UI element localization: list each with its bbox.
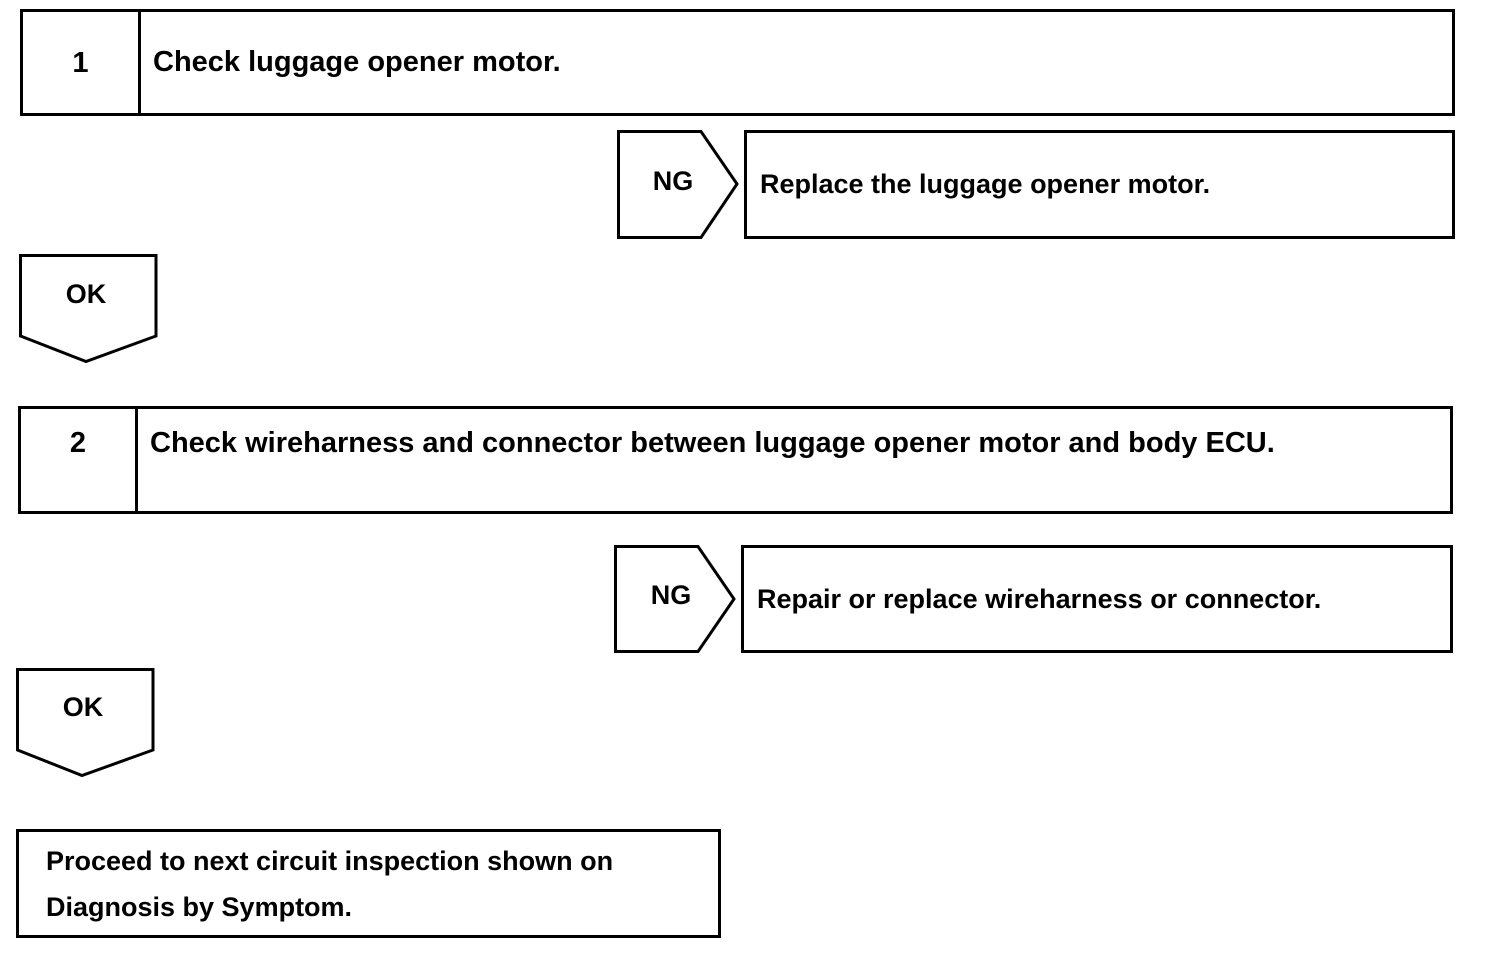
step-1-text: Check luggage opener motor. [153,46,561,78]
ok-label-1: OK [65,279,107,309]
ng-label-2: NG [650,580,692,610]
ok-arrow-2 [16,668,155,778]
final-instruction-text: Proceed to next circuit inspection shown… [46,846,614,922]
ok-label-2: OK [62,692,104,722]
ok-arrow-1 [19,254,158,364]
final-instruction-box: Proceed to next circuit inspection shown… [16,829,721,938]
step-2-text: Check wireharness and connector between … [150,427,1275,459]
step-2-number: 2 [21,409,138,511]
step-1-number: 1 [23,12,141,113]
ng-result-2-box: Repair or replace wireharness or connect… [741,545,1453,653]
ng-result-2-text: Repair or replace wireharness or connect… [757,583,1322,614]
ng-label-1: NG [652,166,694,196]
step-1-box: 1 Check luggage opener motor. [20,9,1455,116]
ng-arrow-2 [614,545,736,653]
ng-arrow-1 [617,130,739,239]
ng-result-1-box: Replace the luggage opener motor. [744,130,1455,239]
ng-result-1-text: Replace the luggage opener motor. [760,169,1211,199]
step-2-box: 2 Check wireharness and connector betwee… [18,406,1453,514]
